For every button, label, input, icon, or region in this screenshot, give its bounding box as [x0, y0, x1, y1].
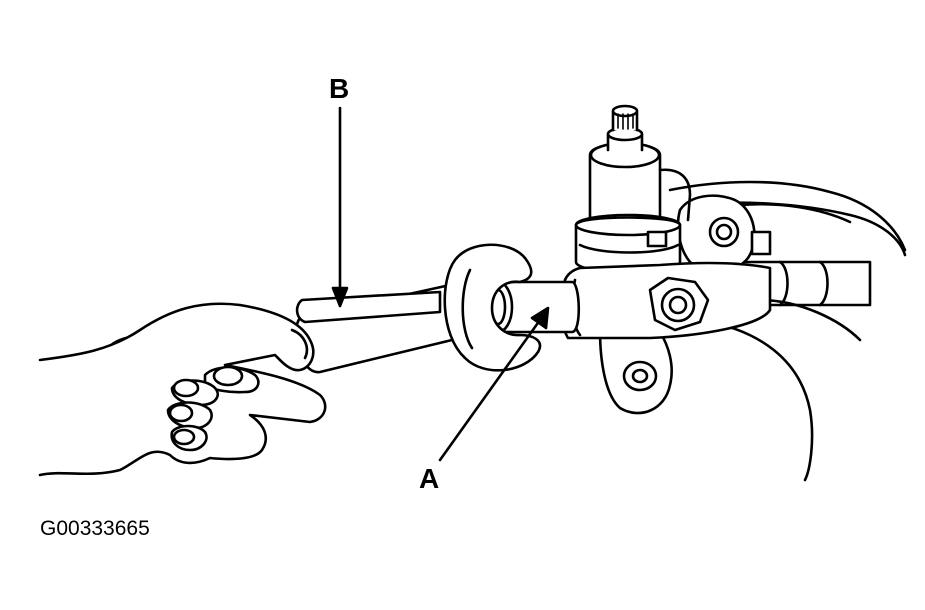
locknut [648, 276, 710, 332]
callout-label-b: B [329, 73, 350, 104]
rack-housing [668, 180, 907, 482]
valve-body [574, 104, 692, 274]
hand [38, 302, 327, 477]
callout-arrow-b [331, 106, 349, 308]
callout-label-a: A [419, 463, 440, 494]
wrench-part-b [294, 243, 542, 374]
callout-arrow-a [438, 306, 550, 462]
figure-id: G00333665 [40, 517, 150, 540]
mounting-bracket [676, 194, 772, 273]
lower-bracket [598, 328, 673, 415]
